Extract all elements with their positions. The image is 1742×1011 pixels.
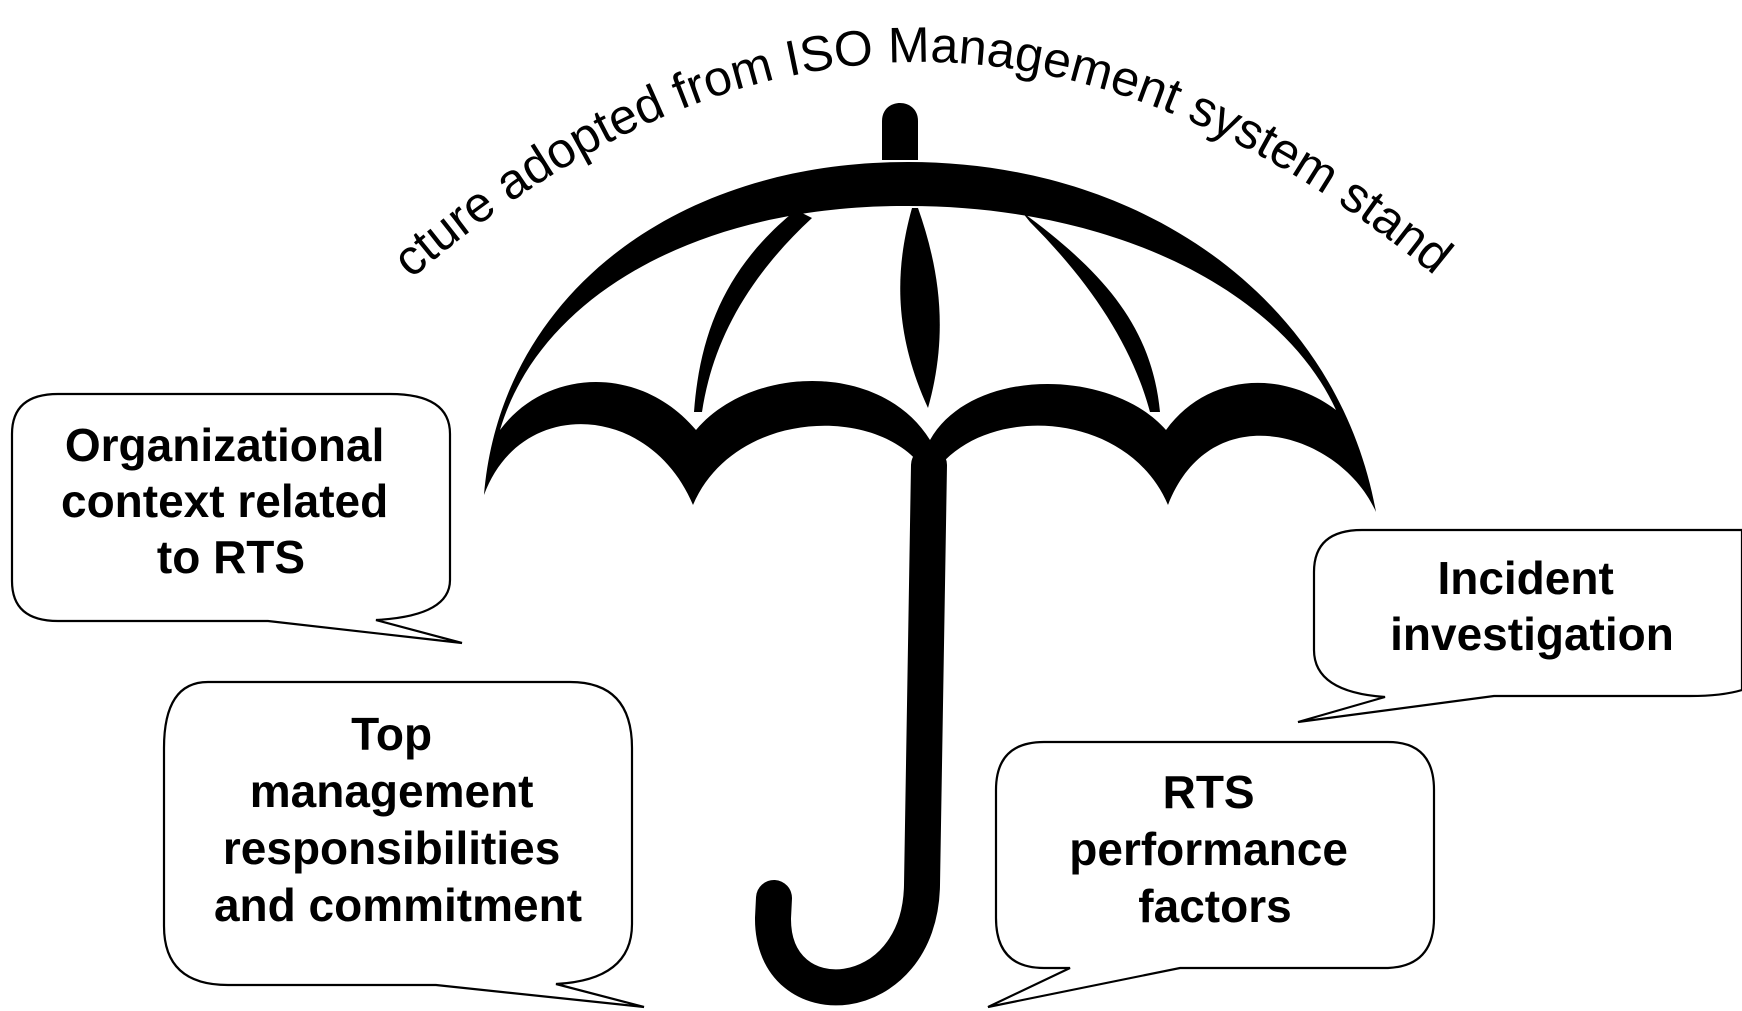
diagram-title-path: Structure adopted from ISO Management sy…	[0, 0, 1463, 288]
bubble-context-line-3: to RTS	[157, 531, 305, 583]
umbrella-rib-center	[900, 208, 940, 408]
bubble-top-management: Top management responsibilities and comm…	[162, 680, 645, 1009]
bubble-performance-line-3: factors	[1138, 880, 1291, 932]
bubble-top-management-line-2: management	[250, 765, 534, 817]
bubble-top-management-line-1: Top	[351, 708, 432, 760]
bubble-incident-shape	[1297, 528, 1742, 724]
bubble-context-text: Organizational context related to RTS	[61, 419, 401, 583]
umbrella-icon	[484, 103, 1376, 1006]
bubble-performance-text: RTS performance factors	[1069, 766, 1360, 932]
umbrella-canopy	[484, 162, 1376, 512]
bubble-performance-line-2: performance	[1069, 823, 1348, 875]
bubble-top-management-line-3: responsibilities	[223, 822, 560, 874]
umbrella-handle	[754, 447, 947, 1006]
bubble-context-shape	[10, 392, 463, 645]
bubble-top-management-shape	[162, 680, 645, 1009]
bubble-top-management-text: Top management responsibilities and comm…	[214, 708, 582, 931]
bubble-performance-shape	[987, 740, 1436, 1009]
bubble-incident-line-1: Incident	[1437, 552, 1613, 604]
diagram-title: Structure adopted from ISO Management sy…	[0, 0, 1463, 288]
bubble-context: Organizational context related to RTS	[10, 392, 463, 645]
bubble-incident-line-2: investigation	[1390, 608, 1674, 660]
bubble-incident: Incident investigation	[1297, 528, 1742, 724]
umbrella-rib-right	[1022, 212, 1160, 412]
bubble-performance: RTS performance factors	[987, 740, 1436, 1009]
bubble-context-line-2: context related	[61, 475, 388, 527]
bubble-context-line-1: Organizational	[65, 419, 384, 471]
bubble-top-management-line-4: and commitment	[214, 879, 582, 931]
bubble-performance-line-1: RTS	[1163, 766, 1255, 818]
umbrella-knob	[882, 103, 918, 160]
umbrella-rib-left	[694, 210, 812, 412]
bubble-incident-text: Incident investigation	[1390, 552, 1674, 660]
